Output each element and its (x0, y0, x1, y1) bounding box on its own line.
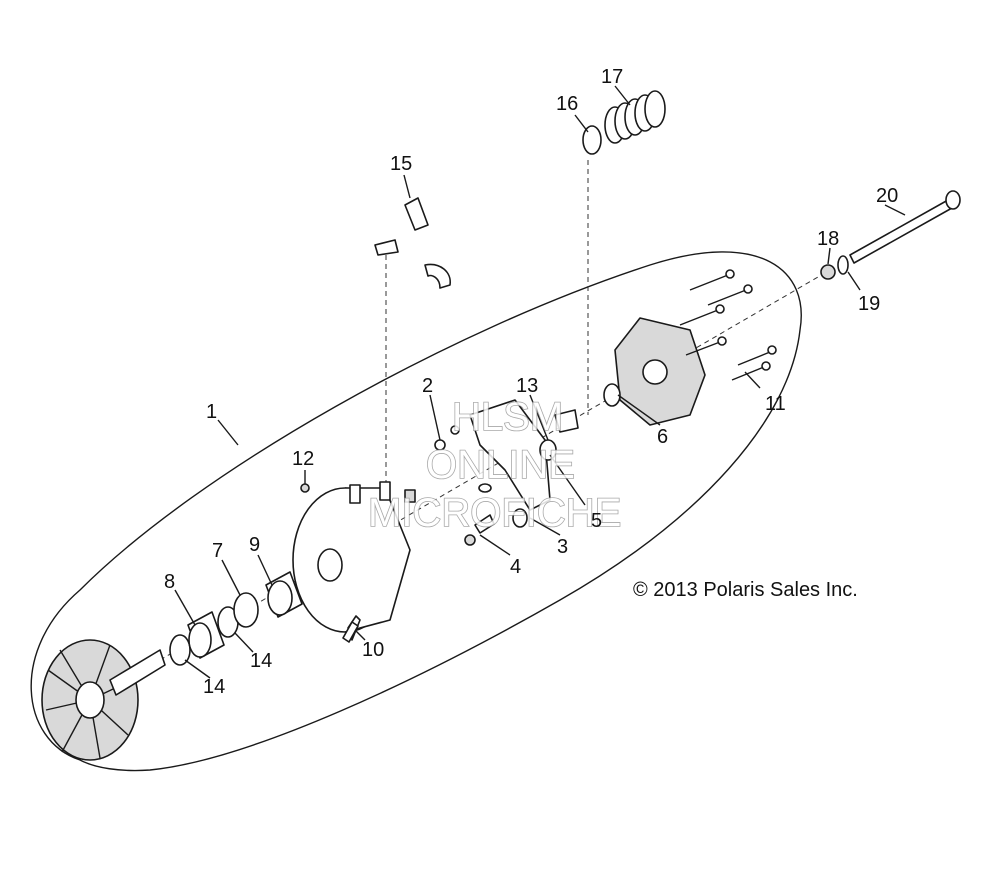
callout-8: 8 (164, 571, 175, 593)
bushing-8-part (187, 611, 225, 659)
weight-15-parts (374, 197, 451, 289)
callout-19: 19 (858, 293, 880, 315)
callout-4: 4 (510, 556, 521, 578)
callout-3: 3 (557, 536, 568, 558)
callout-10: 10 (362, 639, 384, 661)
watermark-line-3: MICROFICHE (368, 491, 621, 535)
leader-lines (174, 85, 906, 679)
bolts-11-parts (679, 269, 777, 381)
screw-12-part (300, 483, 310, 493)
retaining-ring-16-part (582, 125, 602, 155)
callout-16: 16 (556, 93, 578, 115)
fan-hub-part (41, 639, 166, 761)
moveable-sheave-part (292, 481, 411, 641)
ring-14-lower-part (169, 634, 191, 666)
cover-6-part (603, 317, 706, 426)
callout-9: 9 (249, 534, 260, 556)
bolt-20-part (849, 190, 961, 264)
callout-6: 6 (657, 426, 668, 448)
callout-2: 2 (422, 375, 433, 397)
nut-18-part (820, 264, 836, 280)
washer-19-part (837, 255, 849, 275)
callout-15: 15 (390, 153, 412, 175)
callout-14-upper: 14 (250, 650, 272, 672)
callout-5: 5 (591, 510, 602, 532)
bushing-9-part (265, 571, 303, 618)
callout-7: 7 (212, 540, 223, 562)
watermark-line-2: ONLINE (426, 443, 575, 487)
pin-10-part (342, 621, 359, 643)
copyright-text: © 2013 Polaris Sales Inc. (633, 579, 858, 601)
callout-17: 17 (601, 66, 623, 88)
spider-assembly-part (404, 399, 579, 546)
callout-13: 13 (516, 375, 538, 397)
spring-17-part (604, 90, 666, 144)
ring-7-part (233, 592, 259, 628)
callout-11: 11 (765, 393, 786, 415)
callout-12: 12 (292, 448, 314, 470)
watermark-line-1: HLSM (452, 395, 563, 439)
assembly-outline (30, 251, 802, 772)
callout-14-lower: 14 (203, 676, 225, 698)
callout-20: 20 (876, 185, 898, 207)
callout-1: 1 (206, 401, 217, 423)
callout-18: 18 (817, 228, 839, 250)
